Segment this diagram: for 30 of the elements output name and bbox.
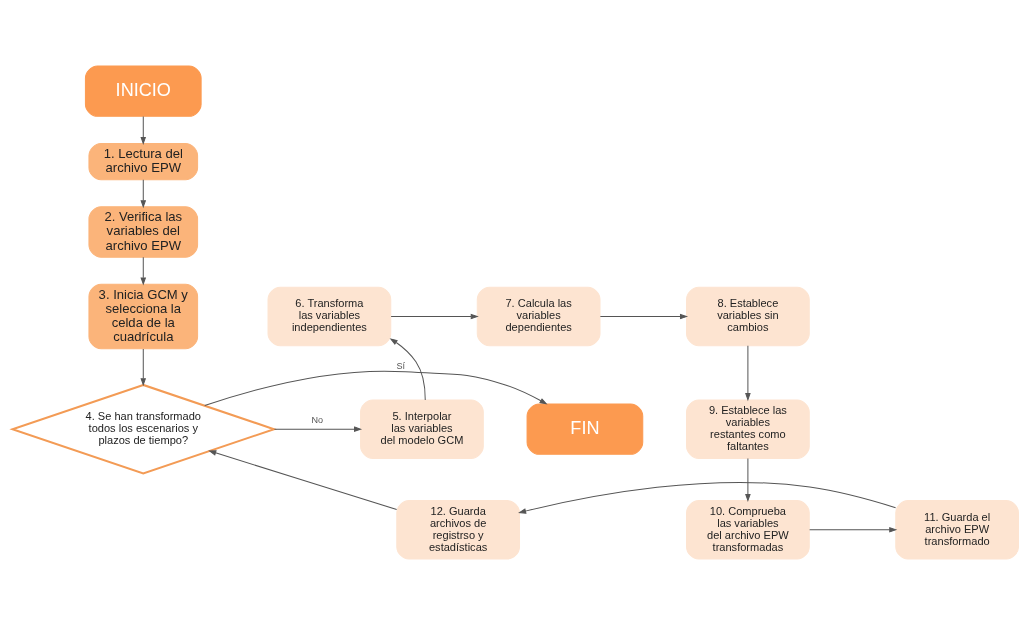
arrow [273, 425, 363, 432]
node-box: 8. Establece variables sin cambios [686, 286, 810, 346]
node-box: 6. Transforma las variables independientes [267, 286, 392, 346]
node-box: 12. Guarda archivos de registrso y estadísticas [396, 499, 521, 559]
node-box: 11. Guarda el archivo EPW transformado [895, 499, 1019, 559]
edge-label: Sí [396, 360, 406, 371]
arrow [208, 449, 398, 510]
node-box: 10. Comprueba las variables del archivo EPW transformadas [686, 499, 810, 559]
node-box: 3. Inicia GCM y selecciona la celda de la cuadrícula [88, 283, 199, 349]
node-box: INICIO [84, 65, 202, 117]
arrow [518, 481, 897, 514]
node-box: 7. Calcula las variables dependientes [476, 286, 601, 346]
node-diamond: 4. Se han transformado todos los escenarios y plazos de tiempo? [9, 383, 278, 475]
arrow [745, 457, 751, 502]
arrow [389, 337, 426, 400]
node-box: 2. Verifica las variables del archivo EPW [88, 205, 199, 258]
arrow [809, 526, 898, 533]
arrow [140, 347, 147, 386]
arrow [204, 370, 548, 406]
node-box: 9. Establece las variables restantes como faltantes [686, 399, 810, 459]
arrow [140, 178, 147, 208]
arrow [745, 344, 751, 401]
edge-label: No [311, 414, 324, 425]
arrow [140, 256, 147, 286]
arrow [390, 313, 479, 319]
node-box: FIN [526, 403, 644, 455]
node-box: 5. Interpolar las variables del modelo GCM [360, 399, 484, 459]
node-box: 1. Lectura del archivo EPW [88, 142, 199, 180]
arrow [140, 115, 147, 145]
arrow [599, 313, 689, 319]
